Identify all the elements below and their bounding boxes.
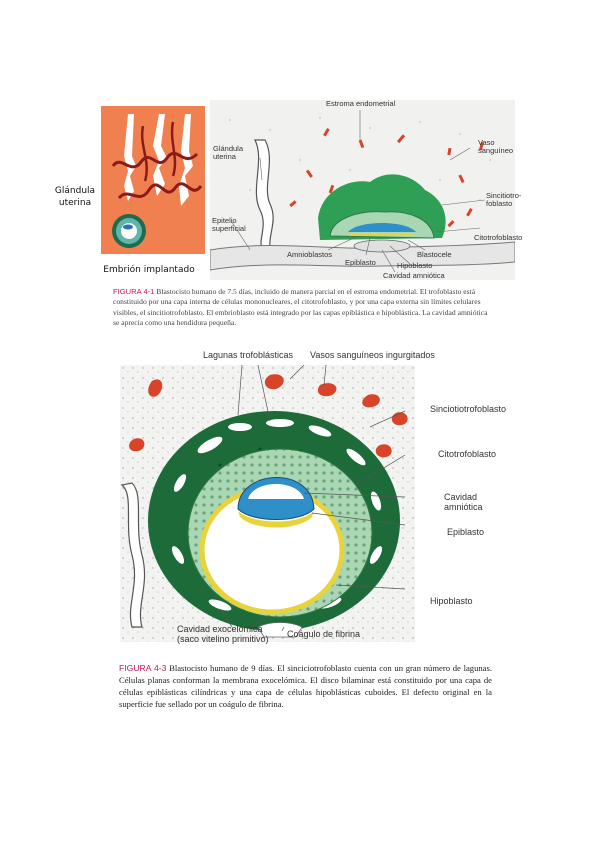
syncytiotrophoblast-label-2: Sinciotiotrofoblasto [430, 404, 507, 414]
trophoblastic-lacunae-label: Lagunas trofoblásticas [203, 350, 294, 360]
amniotic-cavity-label: Cavidad amniótica [383, 271, 445, 280]
blood-vessel-label-line1: Vaso [478, 138, 495, 147]
figure-4-3-caption: FIGURA 4-3 Blastocisto humano de 9 días.… [119, 662, 492, 710]
uterine-gland-label: Glándula uterina [213, 145, 243, 161]
uterine-gland-label-line2: uterina [213, 151, 236, 161]
amnioblasts-label: Amnioblastos [287, 250, 333, 259]
syncytiotrophoblast-label-line2: foblasto [486, 198, 513, 208]
cytotrophoblast-label: Citotrofoblasto [474, 233, 523, 242]
syncytiotrophoblast-label-line1: Sincitiotro- [486, 191, 522, 200]
surface-epithelium-label-line2: superficial [212, 223, 246, 233]
blastocyst-7-5-days-illustration [210, 100, 515, 280]
figure-4-1-caption-text: Blastocisto humano de 7.5 días, incluido… [113, 287, 488, 328]
surface-epithelium-label: Epitelio superficial [212, 217, 246, 233]
hypoblast-label-2: Hipoblasto [430, 596, 473, 606]
implanted-embryo-inset-label: Embrión implantado [103, 265, 195, 275]
epiblast-label-2: Epiblasto [447, 527, 485, 537]
uterine-gland-label-line1: Glándula [213, 144, 244, 153]
blastocyst-9-days-illustration [120, 365, 415, 642]
hypoblast-label: Hipoblasto [397, 261, 433, 270]
fibrin-clot-label: Coágulo de fibrina [287, 629, 361, 639]
exocoelomic-cavity-label-line2: (saco vitelino primitivo) [177, 633, 269, 644]
uterus-inset-illustration [101, 106, 205, 254]
blastocoele-label: Blastocele [417, 250, 452, 259]
inset-label-line2: uterina [58, 198, 92, 209]
figure-4-3-caption-text: Blastocisto humano de 9 días. El sincici… [119, 663, 492, 709]
blood-vessel-label-line2: sanguíneo [478, 145, 514, 155]
figure-4-1-caption: FIGURA 4-1 Blastocisto humano de 7.5 día… [113, 287, 491, 329]
engorged-vessels-label: Vasos sanguíneos ingurgitados [310, 350, 435, 360]
blood-vessel-label: Vaso sanguíneo [478, 139, 513, 155]
figure-4-3-number: FIGURA 4-3 [119, 663, 167, 673]
figure-4-1-number: FIGURA 4-1 [113, 287, 155, 296]
inset-label-line1: Glándula [54, 186, 96, 196]
endometrial-stroma-label: Estroma endometrial [326, 99, 396, 108]
surface-epithelium-label-line1: Epitelio [212, 216, 237, 225]
amniotic-cavity-label-2: Cavidad amniótica [444, 492, 483, 513]
exocoelomic-cavity-label: Cavidad exocelómica (saco vitelino primi… [177, 624, 269, 645]
uterine-gland-inset-label: Glándula uterina [45, 185, 105, 209]
amniotic-cavity-label-2-line2: amniótica [444, 501, 483, 512]
amniotic-cavity-label-2-line1: Cavidad [444, 492, 478, 502]
epiblast-label: Epiblasto [345, 258, 376, 267]
exocoelomic-cavity-label-line1: Cavidad exocelómica [177, 624, 263, 634]
cytotrophoblast-label-2: Citotrofoblasto [438, 449, 497, 459]
syncytiotrophoblast-label: Sincitiotro- foblasto [486, 192, 521, 208]
